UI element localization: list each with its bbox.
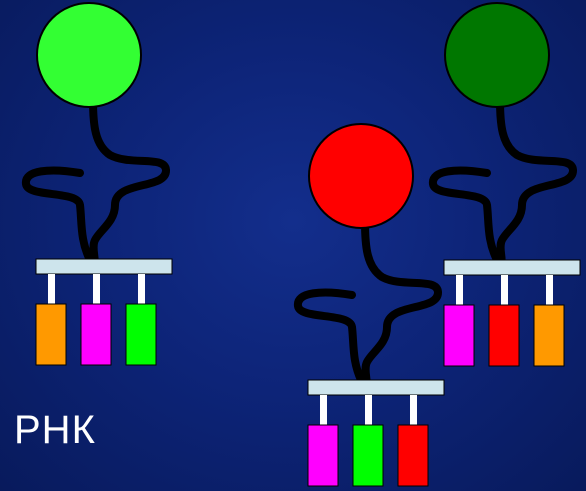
amino-acid-ball-right [444, 2, 550, 108]
nucleotide-block [125, 303, 157, 366]
anticodon-bar-right [443, 259, 581, 276]
nucleotide-block [307, 424, 339, 487]
rna-strand-right-loop [429, 166, 501, 264]
connector [138, 274, 145, 304]
connector [320, 395, 327, 425]
connector [546, 275, 553, 305]
connector [410, 395, 417, 425]
nucleotides-center [307, 395, 429, 487]
trna-molecule-center [294, 123, 445, 487]
connector [365, 395, 372, 425]
connector [48, 274, 55, 304]
connector [456, 275, 463, 305]
anticodon-bar-center [307, 379, 445, 396]
nucleotide-block [397, 424, 429, 487]
amino-acid-ball-center [308, 123, 414, 229]
nucleotides-left [35, 274, 157, 366]
connector [501, 275, 508, 305]
rna-strand-left [86, 96, 170, 269]
connector [93, 274, 100, 304]
anticodon-bar-left [35, 258, 173, 275]
nucleotide-block [533, 304, 565, 367]
rna-strand-center-loop [294, 288, 366, 386]
rna-label: РНК [14, 408, 96, 452]
rna-strand-center [358, 218, 442, 391]
rna-strand-left-loop [22, 166, 94, 264]
nucleotide-block [352, 424, 384, 487]
nucleotide-block [35, 303, 67, 366]
nucleotide-block [443, 304, 475, 367]
rna-strand-right [493, 96, 577, 269]
nucleotide-block [488, 304, 520, 367]
nucleotide-block [80, 303, 112, 366]
nucleotides-right [443, 275, 565, 367]
trna-molecule-right [429, 2, 581, 367]
trna-molecule-left [22, 2, 173, 366]
amino-acid-ball-left [36, 2, 142, 108]
